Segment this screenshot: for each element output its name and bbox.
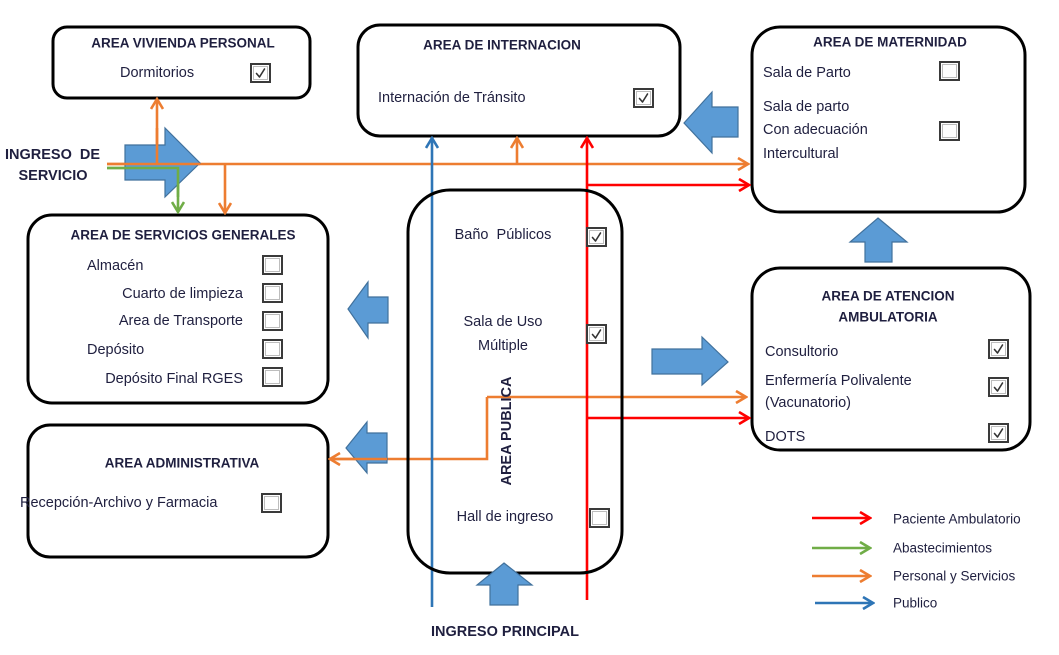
item-label-deposito-final-rges: Depósito Final RGES bbox=[105, 371, 243, 387]
area-box bbox=[26, 213, 330, 405]
checkmark-icon bbox=[993, 428, 1004, 438]
item-label-cuarto-limpieza: Cuarto de limpieza bbox=[122, 286, 244, 302]
checkbox-sala-parto[interactable] bbox=[939, 61, 960, 81]
checkbox-bano-publicos[interactable] bbox=[586, 227, 607, 247]
main-entrance-label: INGRESO PRINCIPAL bbox=[431, 624, 579, 640]
checkbox-internacion-transito[interactable] bbox=[633, 88, 654, 108]
checkbox-enfermeria-polivalente[interactable] bbox=[988, 377, 1009, 397]
service-entrance-label-line2: SERVICIO bbox=[18, 168, 87, 184]
checkbox-dots[interactable] bbox=[988, 423, 1009, 443]
item-label-sala-uso-multiple-line1: Sala de Uso bbox=[464, 314, 543, 330]
checkmark-icon bbox=[638, 93, 649, 103]
legend-label: Paciente Ambulatorio bbox=[893, 512, 1021, 527]
legend: Paciente Ambulatorio Abastecimientos Per… bbox=[812, 512, 1021, 611]
checkbox-deposito-final-rges[interactable] bbox=[262, 367, 283, 387]
area-servicios-generales: AREA DE SERVICIOS GENERALES Almacén Cuar… bbox=[26, 213, 330, 405]
item-label-recepcion-archivo-farmacia: Recepción-Archivo y Farmacia bbox=[20, 495, 218, 511]
checkbox-sala-parto-intercultural[interactable] bbox=[939, 121, 960, 141]
left-arrow-to-administrativa-icon bbox=[345, 420, 388, 475]
area-internacion: AREA DE INTERNACION Internación de Tráns… bbox=[356, 23, 682, 138]
item-label-deposito: Depósito bbox=[87, 342, 144, 358]
item-label-sala-parto: Sala de Parto bbox=[763, 65, 851, 81]
legend-item-personal-servicios: Personal y Servicios bbox=[812, 569, 1016, 584]
area-box bbox=[750, 25, 1027, 214]
item-label-sala-parto-intercultural-line1: Sala de parto bbox=[763, 99, 849, 115]
area-title: AREA VIVIENDA PERSONAL bbox=[91, 36, 275, 51]
area-title-line2: AMBULATORIA bbox=[838, 310, 937, 325]
item-label-almacen: Almacén bbox=[87, 258, 143, 274]
item-label-area-transporte: Area de Transporte bbox=[119, 313, 243, 329]
item-label-sala-uso-multiple-line2: Múltiple bbox=[478, 338, 528, 354]
legend-label: Abastecimientos bbox=[893, 541, 992, 556]
right-arrow-to-ambulatoria-icon bbox=[651, 335, 729, 387]
checkmark-icon bbox=[993, 382, 1004, 392]
area-title: AREA DE SERVICIOS GENERALES bbox=[70, 228, 295, 243]
area-title-line1: AREA DE ATENCION bbox=[821, 289, 954, 304]
area-box bbox=[51, 25, 312, 100]
area-box bbox=[750, 266, 1032, 452]
checkbox-area-transporte[interactable] bbox=[262, 311, 283, 331]
area-box bbox=[26, 423, 330, 559]
item-label-enfermeria-line1: Enfermería Polivalente bbox=[765, 373, 912, 389]
item-label-sala-parto-intercultural-line2: Con adecuación bbox=[763, 122, 868, 138]
area-title: AREA DE MATERNIDAD bbox=[813, 35, 967, 50]
area-vivienda-personal: AREA VIVIENDA PERSONAL Dormitorios bbox=[51, 25, 312, 100]
checkbox-deposito[interactable] bbox=[262, 339, 283, 359]
legend-label: Personal y Servicios bbox=[893, 569, 1016, 584]
item-label-dormitorios: Dormitorios bbox=[120, 65, 194, 81]
checkbox-recepcion-archivo-farmacia[interactable] bbox=[261, 493, 282, 513]
legend-item-publico: Publico bbox=[815, 596, 937, 611]
service-entrance-label-line1: INGRESO DE bbox=[5, 147, 100, 163]
item-label-enfermeria-line2: (Vacunatorio) bbox=[765, 395, 851, 411]
checkmark-icon bbox=[591, 329, 602, 339]
up-arrow-ambulatoria-to-maternidad-icon bbox=[848, 217, 909, 263]
legend-item-paciente-ambulatorio: Paciente Ambulatorio bbox=[812, 512, 1021, 527]
main-entrance-arrow-icon bbox=[475, 562, 534, 606]
checkbox-sala-uso-multiple[interactable] bbox=[586, 324, 607, 344]
area-publica-vertical-title: AREA PUBLICA bbox=[499, 376, 515, 486]
checkmark-icon bbox=[993, 344, 1004, 354]
item-label-bano-publicos: Baño Públicos bbox=[455, 227, 552, 243]
item-label-dots: DOTS bbox=[765, 429, 805, 445]
area-administrativa: AREA ADMINISTRATIVA Recepción-Archivo y … bbox=[20, 423, 330, 559]
checkmark-icon bbox=[255, 68, 266, 78]
area-title: AREA DE INTERNACION bbox=[423, 38, 581, 53]
item-label-internacion-transito: Internación de Tránsito bbox=[378, 90, 526, 106]
item-label-sala-parto-intercultural-line3: Intercultural bbox=[763, 146, 839, 162]
area-publica: Baño Públicos Sala de Uso Múltiple AREA … bbox=[406, 188, 624, 575]
left-arrow-to-servicios-icon bbox=[347, 280, 389, 340]
area-atencion-ambulatoria: AREA DE ATENCION AMBULATORIA Consultorio… bbox=[750, 266, 1032, 452]
legend-item-abastecimientos: Abastecimientos bbox=[812, 541, 992, 556]
item-label-hall-ingreso: Hall de ingreso bbox=[457, 509, 554, 525]
service-entrance-arrow-icon bbox=[124, 126, 201, 199]
item-label-consultorio: Consultorio bbox=[765, 344, 838, 360]
left-arrow-to-maternidad-icon bbox=[683, 90, 739, 155]
flow-line-abastecimientos-overlay bbox=[107, 166, 180, 197]
block-arrows bbox=[124, 90, 909, 606]
checkbox-hall-ingreso[interactable] bbox=[589, 508, 610, 528]
area-maternidad: AREA DE MATERNIDAD Sala de Parto Sala de… bbox=[750, 25, 1027, 214]
checkmark-icon bbox=[591, 232, 602, 242]
checkbox-consultorio[interactable] bbox=[988, 339, 1009, 359]
checkbox-cuarto-limpieza[interactable] bbox=[262, 283, 283, 303]
checkbox-dormitorios[interactable] bbox=[250, 63, 271, 83]
legend-label: Publico bbox=[893, 596, 937, 611]
area-title: AREA ADMINISTRATIVA bbox=[105, 456, 260, 471]
checkbox-almacen[interactable] bbox=[262, 255, 283, 275]
